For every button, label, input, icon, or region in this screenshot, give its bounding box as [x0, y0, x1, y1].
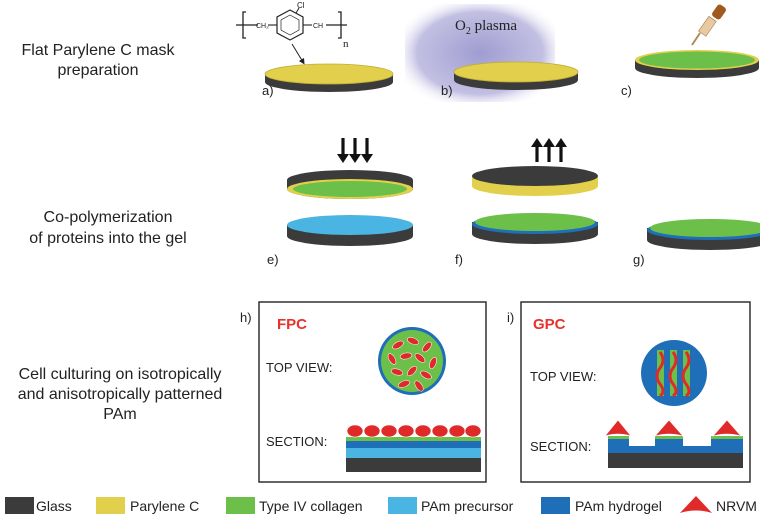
- panel-f-gel: [472, 213, 598, 244]
- fpc-top-view-label: TOP VIEW:: [266, 360, 332, 375]
- legend-swatch-collagen: [226, 497, 255, 514]
- panel-h-label: h): [240, 310, 252, 325]
- fpc-top-cells: [387, 337, 437, 392]
- fpc-section: [346, 437, 481, 472]
- legend: Glass Parylene C Type IV collagen PAm pr…: [5, 496, 757, 514]
- down-arrows-icon: [337, 138, 373, 163]
- chem-n: n: [343, 38, 349, 50]
- chem-ch2-left: CH₂: [256, 23, 269, 30]
- row1-title-line2: preparation: [58, 62, 139, 79]
- row3-title-line2: and anisotropically patterned: [18, 386, 223, 403]
- row2-title-line1: Co-polymerization: [44, 209, 173, 226]
- panel-g-gel: [647, 219, 760, 250]
- chem-ch-right: CH: [313, 23, 323, 30]
- panel-c-disc: [635, 50, 759, 78]
- panel-e-mask: [287, 170, 413, 199]
- panel-b-disc: [453, 61, 579, 90]
- legend-label-parylene: Parylene C: [130, 498, 199, 514]
- legend-swatch-glass: [5, 497, 34, 514]
- gpc-section-label: SECTION:: [530, 439, 591, 454]
- fpc-title: FPC: [277, 316, 307, 333]
- panel-f-mask: [472, 166, 598, 196]
- legend-label-hydrogel: PAm hydrogel: [575, 498, 662, 514]
- gpc-section: [608, 436, 743, 468]
- row3-title-line3: PAm: [103, 406, 136, 423]
- gpc-top-view-label: TOP VIEW:: [530, 369, 596, 384]
- panel-f-label: f): [455, 252, 463, 267]
- plasma-label: O2 plasma: [455, 18, 517, 37]
- row3-title-line1: Cell culturing on isotropically: [19, 366, 222, 383]
- legend-label-collagen: Type IV collagen: [259, 498, 363, 514]
- fpc-section-label: SECTION:: [266, 434, 327, 449]
- nrvm-icon: [680, 496, 712, 513]
- panel-e-label: e): [267, 252, 279, 267]
- gpc-top-cells: [655, 351, 691, 398]
- chem-cl: Cl: [297, 1, 305, 10]
- gpc-title: GPC: [533, 316, 566, 333]
- legend-label-nrvm: NRVM: [716, 498, 757, 514]
- gpc-top-view: [641, 340, 707, 406]
- panel-i-label: i): [507, 310, 514, 325]
- legend-swatch-parylene: [96, 497, 125, 514]
- panel-b-label: b): [441, 83, 453, 98]
- legend-swatch-hydrogel: [541, 497, 570, 514]
- row2-title-line2: of proteins into the gel: [29, 230, 186, 247]
- legend-label-glass: Glass: [36, 498, 72, 514]
- panel-a-disc: [264, 63, 394, 92]
- up-arrows-icon: [531, 138, 567, 162]
- panel-c-label: c): [621, 83, 632, 98]
- gpc-section-cells: [604, 419, 742, 437]
- parylene-structure: [236, 7, 347, 65]
- dropper-icon: [691, 4, 726, 46]
- legend-label-precursor: PAm precursor: [421, 498, 514, 514]
- legend-swatch-precursor: [388, 497, 417, 514]
- panel-a-label: a): [262, 83, 274, 98]
- panel-g-label: g): [633, 252, 645, 267]
- panel-e-precursor: [287, 215, 413, 246]
- fpc-section-cells: [346, 424, 482, 438]
- row1-title-line1: Flat Parylene C mask: [22, 42, 176, 59]
